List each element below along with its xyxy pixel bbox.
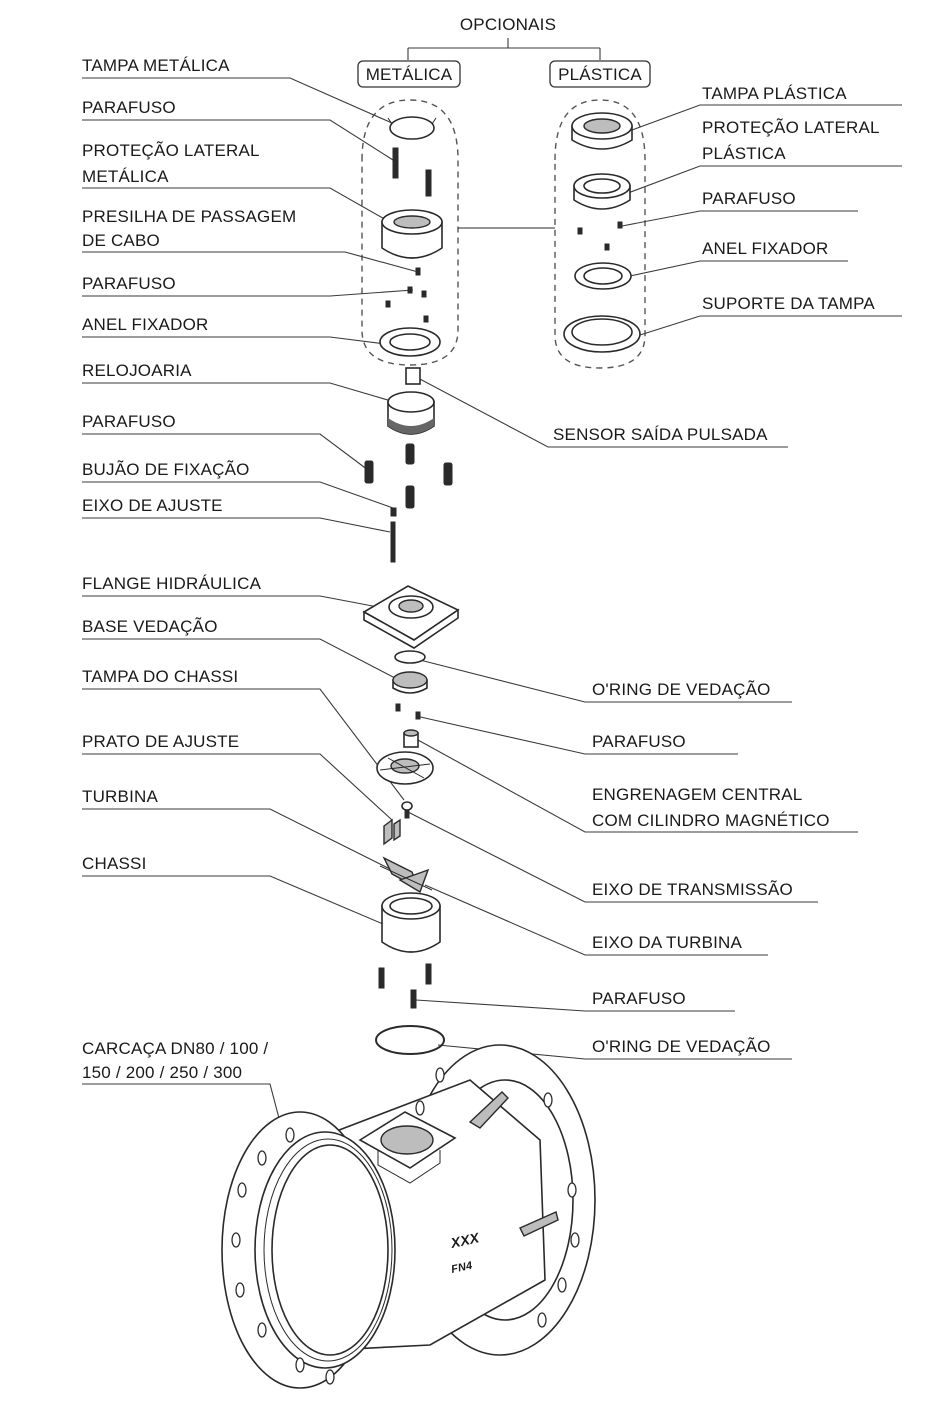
label-sensor: SENSOR SAÍDA PULSADA bbox=[553, 425, 768, 444]
label-engrenagem-2: COM CILINDRO MAGNÉTICO bbox=[592, 811, 830, 830]
label-parafuso-5: PARAFUSO bbox=[592, 989, 686, 1008]
label-protecao-lateral-plastica-2: PLÁSTICA bbox=[702, 144, 786, 163]
cable-clip-screws bbox=[385, 267, 429, 323]
chassis-cover-part bbox=[376, 751, 434, 785]
label-chassi: CHASSI bbox=[82, 854, 147, 873]
label-tampa-plastica: TAMPA PLÁSTICA bbox=[702, 84, 847, 103]
label-carcaca-2: 150 / 200 / 250 / 300 bbox=[82, 1063, 242, 1082]
metal-screws-top bbox=[392, 147, 432, 197]
optionals-bracket bbox=[407, 38, 601, 60]
label-prato-ajuste: PRATO DE AJUSTE bbox=[82, 732, 239, 751]
label-eixo-turbina: EIXO DA TURBINA bbox=[592, 933, 743, 952]
label-turbina: TURBINA bbox=[82, 787, 158, 806]
label-parafuso-1: PARAFUSO bbox=[82, 98, 176, 117]
label-parafuso-2: PARAFUSO bbox=[82, 274, 176, 293]
label-eixo-ajuste: EIXO DE AJUSTE bbox=[82, 496, 223, 515]
label-protecao-lateral-plastica: PROTEÇÃO LATERAL bbox=[702, 118, 880, 137]
plastic-side-protection-part bbox=[573, 173, 631, 210]
label-anel-fixador-plastico: ANEL FIXADOR bbox=[702, 239, 828, 258]
metal-side-protection-part bbox=[381, 209, 443, 259]
label-presilha-2: DE CABO bbox=[82, 231, 160, 250]
metal-ring-part bbox=[379, 327, 441, 357]
transmission-shaft-part bbox=[401, 801, 413, 819]
label-oring-2: O'RING DE VEDAÇÃO bbox=[592, 1037, 771, 1056]
label-protecao-lateral-metalica-2: METÁLICA bbox=[82, 167, 169, 186]
central-gear-part bbox=[403, 729, 419, 748]
right-leader-lines bbox=[407, 104, 902, 1060]
plastic-option-outline bbox=[554, 99, 646, 369]
body-marking-1: XXX bbox=[448, 1229, 482, 1251]
optionals-title: OPCIONAIS bbox=[460, 15, 556, 34]
label-flange: FLANGE HIDRÁULICA bbox=[82, 574, 262, 593]
label-parafuso-plastico: PARAFUSO bbox=[702, 189, 796, 208]
body-marking-2: FN4 bbox=[450, 1260, 473, 1276]
left-leader-lines bbox=[82, 77, 419, 1161]
seal-base-part bbox=[392, 671, 428, 694]
plastic-ring-part bbox=[574, 262, 632, 290]
meter-body-part bbox=[221, 1044, 596, 1389]
chassis-cover-screws bbox=[395, 703, 421, 720]
plastic-screws bbox=[577, 221, 623, 251]
label-relojoaria: RELOJOARIA bbox=[82, 361, 192, 380]
label-engrenagem: ENGRENAGEM CENTRAL bbox=[592, 785, 802, 804]
label-tampa-chassi: TAMPA DO CHASSI bbox=[82, 667, 238, 686]
hydraulic-flange-part bbox=[362, 585, 460, 649]
label-carcaca: CARCAÇA DN80 / 100 / bbox=[82, 1039, 268, 1058]
label-protecao-lateral-metalica: PROTEÇÃO LATERAL bbox=[82, 141, 260, 160]
label-base-vedacao: BASE VEDAÇÃO bbox=[82, 617, 218, 636]
right-labels: TAMPA PLÁSTICA PROTEÇÃO LATERAL PLÁSTICA… bbox=[553, 84, 880, 1056]
metal-cover-part bbox=[387, 116, 437, 140]
chassis-part bbox=[381, 892, 441, 953]
fixing-plug-and-shaft bbox=[390, 507, 397, 563]
label-parafuso-4: PARAFUSO bbox=[592, 732, 686, 751]
chassis-screws bbox=[378, 963, 432, 1009]
oring-upper bbox=[394, 650, 426, 664]
oring-lower bbox=[375, 1025, 445, 1055]
pulse-sensor-part bbox=[405, 367, 421, 385]
label-tampa-metalica: TAMPA METÁLICA bbox=[82, 56, 230, 75]
register-part bbox=[387, 391, 435, 435]
adjust-plate-part bbox=[383, 818, 401, 846]
metal-group-label: METÁLICA bbox=[366, 65, 453, 84]
label-eixo-transmissao: EIXO DE TRANSMISSÃO bbox=[592, 880, 793, 899]
turbine-part bbox=[379, 856, 433, 894]
plastic-group-label: PLÁSTICA bbox=[558, 65, 642, 84]
metal-group-box bbox=[357, 60, 461, 88]
label-suporte-tampa: SUPORTE DA TAMPA bbox=[702, 294, 875, 313]
left-labels: TAMPA METÁLICA PARAFUSO PROTEÇÃO LATERAL… bbox=[82, 56, 296, 1082]
label-bujao: BUJÃO DE FIXAÇÃO bbox=[82, 460, 250, 479]
label-parafuso-3: PARAFUSO bbox=[82, 412, 176, 431]
label-oring-1: O'RING DE VEDAÇÃO bbox=[592, 680, 771, 699]
plastic-group-box bbox=[549, 60, 651, 88]
label-presilha: PRESILHA DE PASSAGEM bbox=[82, 207, 296, 226]
label-anel-fixador-metal: ANEL FIXADOR bbox=[82, 315, 208, 334]
cover-support-part bbox=[563, 315, 641, 353]
register-screws bbox=[364, 443, 453, 509]
plastic-cover-part bbox=[571, 112, 633, 150]
